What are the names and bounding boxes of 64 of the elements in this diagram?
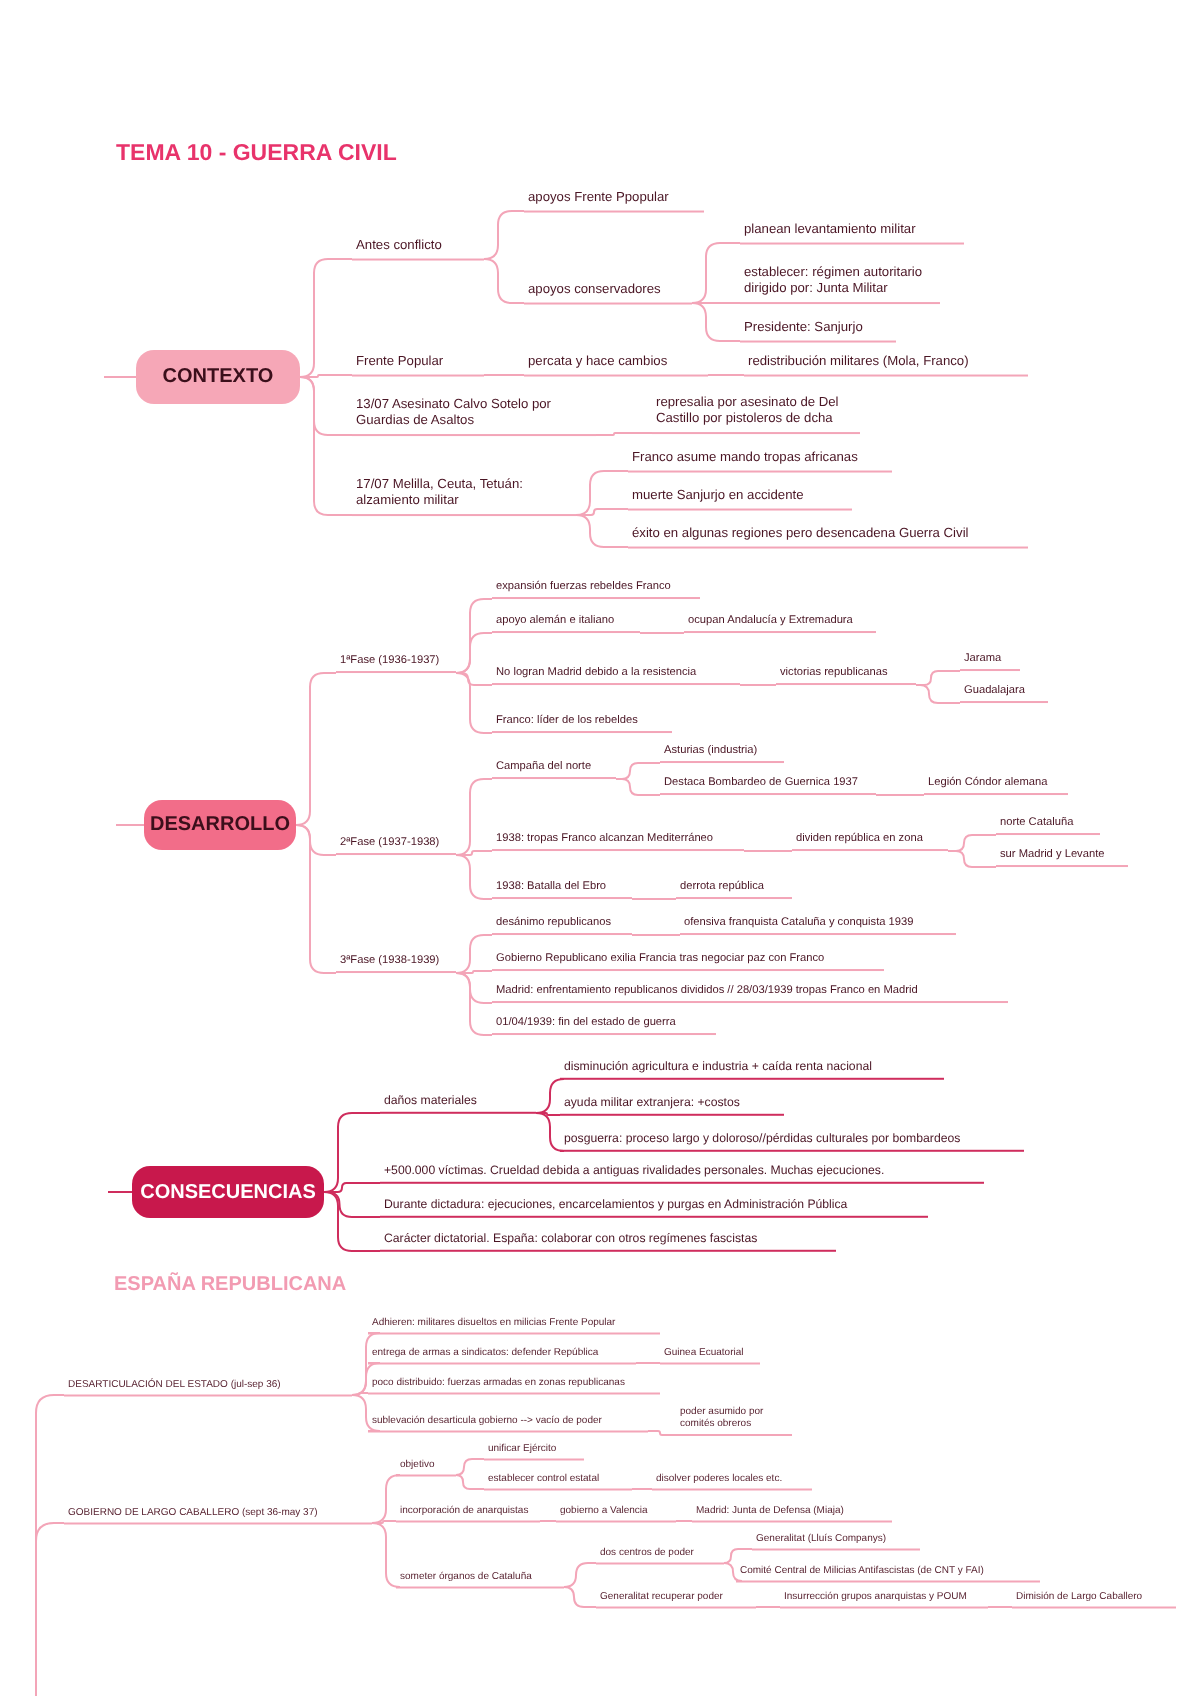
branch-line xyxy=(575,514,629,548)
branch-line xyxy=(563,1586,597,1608)
branch-line xyxy=(631,934,681,936)
branch-line xyxy=(595,432,653,436)
branch-line xyxy=(535,1078,565,1114)
branch-line xyxy=(371,1522,401,1588)
branch-line xyxy=(115,824,145,826)
branch-line xyxy=(691,302,741,304)
branch-line xyxy=(575,470,629,516)
branch-line xyxy=(723,1548,753,1564)
branch-line xyxy=(739,684,777,686)
branch-line xyxy=(755,1606,781,1608)
branch-line xyxy=(371,1520,397,1524)
branch-line xyxy=(539,1520,557,1522)
branch-line xyxy=(535,1112,565,1152)
branch-line xyxy=(483,258,525,304)
branch-line xyxy=(631,898,677,900)
branch-line xyxy=(947,850,997,868)
branch-line xyxy=(323,1191,381,1252)
branch-line xyxy=(107,1191,133,1193)
branch-line xyxy=(295,672,337,826)
branch-line xyxy=(323,1191,381,1218)
branch-line xyxy=(299,376,353,516)
branch-line xyxy=(35,1522,65,1696)
branch-line xyxy=(723,1562,743,1582)
branch-line xyxy=(631,1488,653,1490)
branch-line xyxy=(743,850,793,852)
main-topic: CONSECUENCIAS xyxy=(132,1166,324,1218)
branch-line xyxy=(483,374,525,376)
section-heading: ESPAÑA REPUBLICANA xyxy=(114,1274,347,1296)
branch-line xyxy=(299,258,353,378)
branch-line xyxy=(647,1430,677,1436)
branch-line xyxy=(875,794,925,796)
main-topic: DESARROLLO xyxy=(144,800,296,850)
branch-line xyxy=(455,972,493,1036)
branch-line xyxy=(691,242,741,304)
branch-line xyxy=(455,1458,485,1476)
branch-line xyxy=(483,210,525,260)
branch-line xyxy=(987,1606,1013,1608)
branch-line xyxy=(915,684,961,704)
branch-line xyxy=(371,1474,401,1524)
branch-line xyxy=(455,672,493,686)
branch-line xyxy=(707,374,745,376)
branch-line xyxy=(299,374,353,378)
branch-line xyxy=(295,824,337,974)
branch-line xyxy=(575,508,629,516)
main-topic: CONTEXTO xyxy=(136,350,300,404)
branch-line xyxy=(455,850,493,856)
branch-line xyxy=(103,376,137,378)
branch-line xyxy=(639,632,685,634)
branch-line xyxy=(615,778,661,796)
branch-line xyxy=(635,1362,661,1364)
branch-line xyxy=(455,854,493,900)
branch-line xyxy=(455,632,493,674)
branch-line xyxy=(323,1112,381,1193)
branch-line xyxy=(691,302,741,342)
branch-line xyxy=(563,1562,597,1588)
branch-line xyxy=(675,1520,693,1522)
branch-line xyxy=(535,1112,561,1116)
branch-line xyxy=(455,1474,485,1490)
branch-line xyxy=(351,1394,381,1432)
branch-line xyxy=(455,934,493,974)
branch-line xyxy=(455,970,493,974)
page-title: TEMA 10 - GUERRA CIVIL xyxy=(116,142,397,166)
